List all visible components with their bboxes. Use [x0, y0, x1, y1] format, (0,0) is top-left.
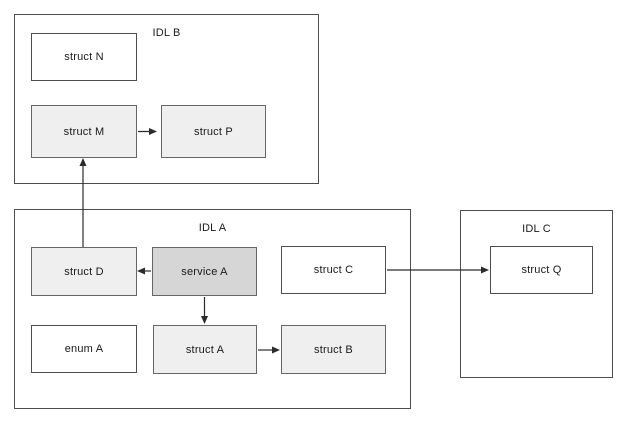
node-struct-q[interactable]: struct Q	[490, 246, 593, 294]
node-label-struct-q: struct Q	[521, 264, 562, 276]
node-label-struct-p: struct P	[194, 125, 233, 138]
node-label-struct-d: struct D	[64, 265, 104, 278]
container-label-idl-b: IDL B	[152, 27, 181, 39]
node-label-struct-n: struct N	[64, 51, 104, 63]
node-service-a[interactable]: service A	[152, 247, 257, 296]
container-label-idl-a: IDL A	[198, 222, 227, 234]
node-label-struct-a: struct A	[185, 343, 225, 356]
node-struct-b[interactable]: struct B	[281, 325, 386, 374]
container-label-idl-c: IDL C	[522, 223, 551, 235]
node-struct-c[interactable]: struct C	[281, 246, 386, 294]
node-label-service-a: service A	[181, 265, 228, 278]
container-idl-c[interactable]: IDL C	[460, 210, 613, 378]
node-label-struct-b: struct B	[314, 343, 353, 356]
container-idl-a[interactable]: IDL A	[14, 209, 411, 409]
node-struct-m[interactable]: struct M	[31, 105, 137, 158]
node-enum-a[interactable]: enum A	[31, 325, 137, 373]
node-label-struct-c: struct C	[313, 264, 354, 276]
node-label-enum-a: enum A	[64, 343, 104, 355]
node-struct-p[interactable]: struct P	[161, 105, 266, 158]
node-struct-d[interactable]: struct D	[31, 247, 137, 296]
node-label-struct-m: struct M	[63, 125, 105, 138]
node-struct-a[interactable]: struct A	[153, 325, 257, 374]
node-struct-n[interactable]: struct N	[31, 33, 137, 81]
